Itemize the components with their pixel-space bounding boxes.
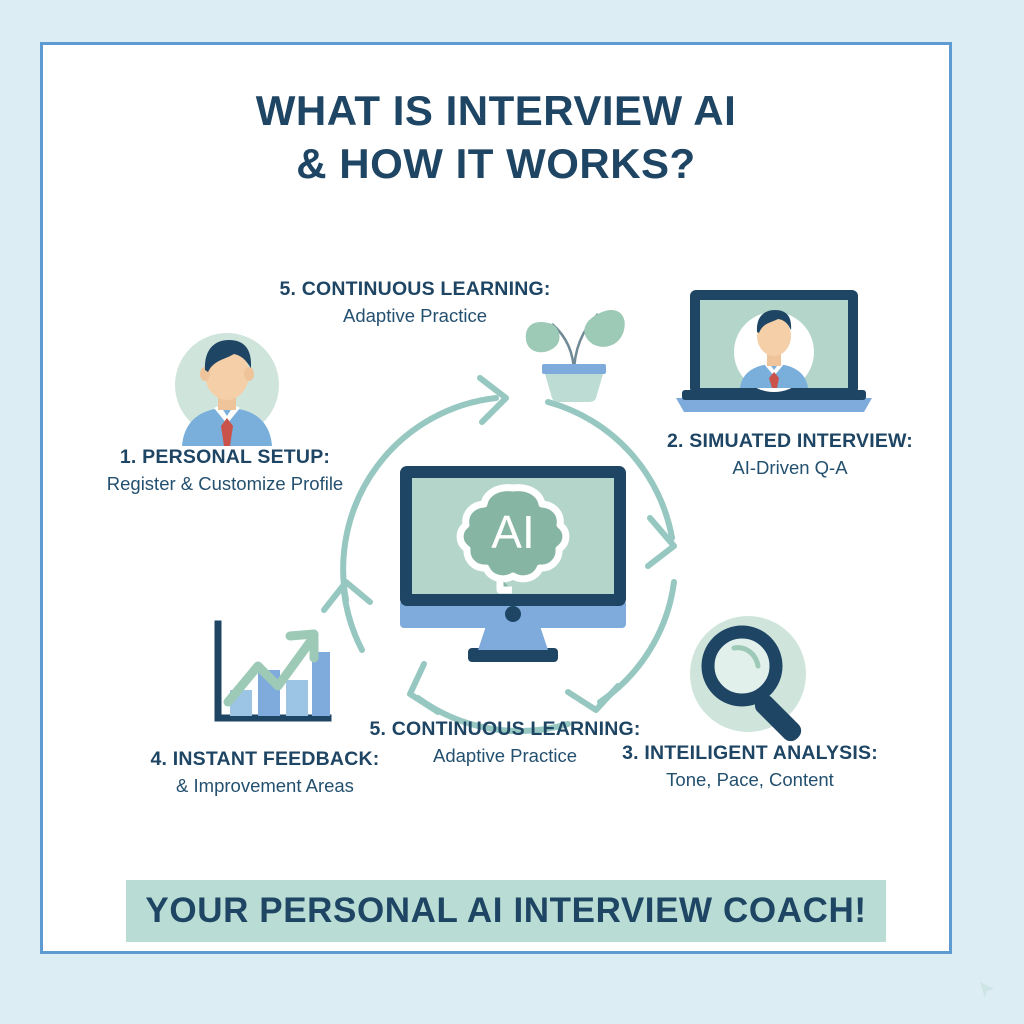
avatar-ear-right	[244, 367, 254, 381]
footer-banner-text: YOUR PERSONAL AI INTERVIEW COACH!	[145, 891, 867, 930]
bar-chart-growth-icon	[214, 620, 332, 722]
title-line-1: WHAT IS INTERVIEW AI	[255, 87, 737, 134]
step-heading: 1. PERSONAL SETUP:	[119, 446, 331, 468]
magnifying-glass-icon	[690, 616, 806, 742]
step-label-intelligent-analysis: 3. INTEILIGENT ANALYSIS: Tone, Pace, Con…	[600, 742, 900, 791]
avatar-hair	[204, 340, 252, 372]
avatar-tie	[221, 418, 233, 446]
circular-arrows-icon	[321, 375, 677, 734]
step-heading: 4. INSTANT FEEDBACK:	[150, 748, 380, 770]
step-subtext: Tone, Pace, Content	[666, 769, 834, 790]
potted-plant-icon	[525, 309, 625, 402]
laptop-avatar	[740, 310, 808, 388]
step-subtext: Adaptive Practice	[433, 745, 577, 766]
step-heading: 3. INTEILIGENT ANALYSIS:	[622, 742, 878, 764]
plant-leaf-left	[525, 321, 560, 353]
chart-axes	[214, 620, 332, 722]
plant-pot-rim	[542, 364, 606, 374]
plant-leaf-right	[584, 309, 625, 347]
step-label-personal-setup: 1. PERSONAL SETUP: Register & Customize …	[75, 446, 375, 495]
step-subtext: Register & Customize Profile	[106, 473, 344, 494]
magnifier-lens	[701, 625, 783, 707]
step-label-instant-feedback: 4. INSTANT FEEDBACK: & Improvement Areas	[125, 748, 405, 797]
plant-pot	[545, 374, 603, 402]
step-subtext: & Improvement Areas	[176, 775, 354, 796]
laptop-base	[676, 398, 872, 412]
step-subtext: Adaptive Practice	[343, 305, 487, 326]
brain-icon	[456, 484, 570, 594]
title-line-2: & HOW IT WORKS?	[296, 139, 696, 187]
laptop-video-call-icon	[676, 290, 872, 412]
chart-trend-arrowhead	[285, 629, 319, 663]
monitor-power-dot	[505, 606, 521, 622]
person-avatar-icon	[175, 333, 279, 446]
screen-ai-label: AI	[491, 506, 534, 558]
magnifier-glint	[731, 645, 761, 669]
step-heading: 5. CONTINUOUS LEARNING:	[369, 718, 641, 740]
step-heading: 5. CONTINUOUS LEARNING:	[279, 278, 551, 300]
chart-bar-3	[286, 680, 308, 716]
footer-banner: YOUR PERSONAL AI INTERVIEW COACH!	[126, 880, 886, 942]
chart-trend-line	[223, 637, 315, 707]
page-title: WHAT IS INTERVIEW AI & HOW IT WORKS?	[40, 85, 952, 190]
step-label-continuous-learning-bottom: 5. CONTINUOUS LEARNING: Adaptive Practic…	[357, 718, 653, 767]
step-heading: 2. SIMUATED INTERVIEW:	[666, 430, 913, 452]
desktop-monitor-icon: AI	[400, 466, 626, 662]
step-subtext: AI-Driven Q-A	[732, 457, 848, 478]
corner-watermark-icon	[980, 982, 994, 998]
magnifier-handle	[754, 694, 802, 742]
chart-bar-4	[312, 652, 330, 716]
monitor-base	[468, 648, 558, 662]
step-label-continuous-learning-top: 5. CONTINUOUS LEARNING: Adaptive Practic…	[265, 278, 565, 327]
step-label-simulated-interview: 2. SIMUATED INTERVIEW: AI-Driven Q-A	[640, 430, 940, 479]
